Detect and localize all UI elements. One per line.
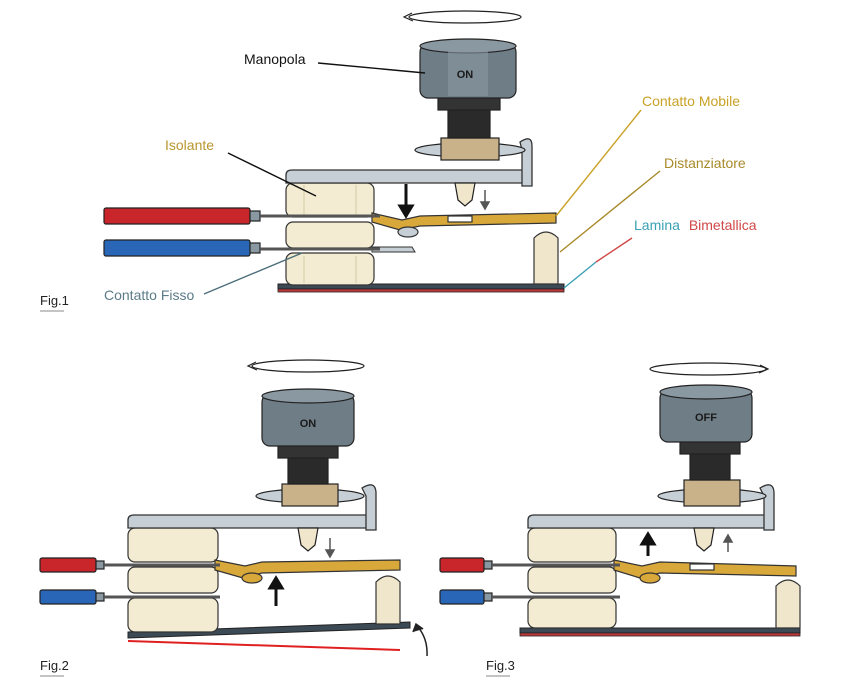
knob-assembly: [657, 384, 767, 552]
knob-label: ON: [457, 69, 474, 81]
insulator-stack: [127, 527, 219, 633]
figure-1-caption: Fig.1: [40, 293, 69, 308]
knob-assembly: [414, 38, 526, 207]
figure-2: ON Fig.2: [39, 359, 428, 677]
label-distanziatore: Distanziatore: [664, 155, 746, 171]
label-lamina: Lamina: [634, 217, 680, 233]
bimetal-strip: [127, 621, 411, 651]
bimetal-strip: [519, 627, 801, 637]
down-arrow-icon: [397, 184, 415, 219]
knob-label: ON: [300, 418, 317, 430]
top-bracket: [127, 484, 377, 531]
bimetal-strip: [277, 283, 565, 293]
red-wire: [103, 207, 380, 225]
figure-3: OFF Fig.3: [439, 362, 801, 677]
label-contatto-fisso: Contatto Fisso: [104, 287, 194, 303]
rotation-arrow-icon: [402, 10, 522, 24]
moving-contact: [613, 559, 797, 584]
down-arrow-icon: [479, 190, 491, 211]
label-manopola: Manopola: [244, 51, 306, 67]
up-arrow-icon: [639, 531, 657, 556]
knob-label: OFF: [695, 412, 717, 424]
label-bimetallica: Bimetallica: [689, 217, 757, 233]
red-wire: [439, 557, 620, 573]
insulator-stack: [285, 182, 375, 286]
spacer: [375, 575, 401, 625]
label-isolante: Isolante: [165, 137, 214, 153]
bend-arrow-icon: [412, 622, 428, 657]
up-arrow-icon: [722, 533, 734, 552]
rotation-arrow-icon: [649, 362, 770, 376]
leader-lines: [203, 62, 661, 295]
blue-wire: [439, 589, 620, 605]
figure-1: ON: [40, 10, 757, 312]
moving-contact: [214, 559, 401, 584]
down-arrow-icon: [324, 538, 336, 559]
label-lamina-bimetallica: Lamina Bimetallica: [634, 217, 757, 233]
spacer: [533, 231, 559, 285]
top-bracket: [527, 484, 775, 531]
rotation-arrow-icon: [246, 359, 365, 373]
moving-contact: [371, 212, 557, 238]
up-arrow-icon: [267, 575, 285, 606]
figure-3-caption: Fig.3: [486, 658, 515, 673]
figure-2-caption: Fig.2: [40, 658, 69, 673]
blue-wire: [39, 589, 220, 605]
blue-wire: [103, 239, 380, 257]
label-contatto-mobile: Contatto Mobile: [642, 93, 740, 109]
red-wire: [39, 557, 220, 573]
spacer: [775, 579, 801, 629]
insulator-stack: [527, 527, 617, 629]
knob-assembly: [255, 388, 365, 552]
